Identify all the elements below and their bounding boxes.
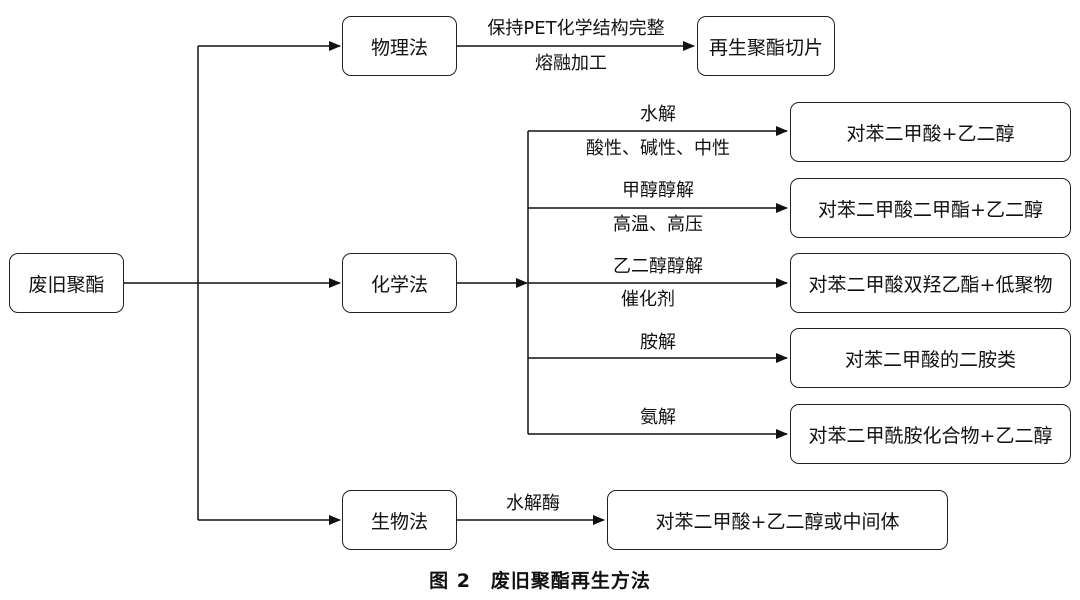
figure-caption: 图 2 废旧聚酯再生方法 [429,570,651,592]
node-biological-method: 生物法 [342,490,457,550]
node-result-methanolysis: 对苯二甲酸二甲酯+乙二醇 [790,178,1071,238]
label-methanolysis-condition: 高温、高压 [613,214,703,235]
node-result-hydrolysis: 对苯二甲酸+乙二醇 [790,102,1071,162]
label-aminolysis: 胺解 [640,332,676,353]
label-physical-condition: 保持PET化学结构完整 [487,18,665,39]
node-recycled-chips: 再生聚酯切片 [697,16,835,76]
node-result-biological: 对苯二甲酸+乙二醇或中间体 [607,490,948,550]
node-result-aminolysis: 对苯二甲酸的二胺类 [790,328,1071,388]
label-hydrolase: 水解酶 [506,493,560,514]
node-physical-method: 物理法 [342,16,457,76]
label-ammonolysis: 氨解 [640,407,676,428]
node-waste-polyester: 废旧聚酯 [9,253,124,313]
label-glycolysis-condition: 催化剂 [621,289,675,310]
node-chemical-method: 化学法 [342,253,457,313]
label-physical-process: 熔融加工 [535,53,607,74]
label-hydrolysis-condition: 酸性、碱性、中性 [586,138,730,159]
node-result-ammonolysis: 对苯二甲酰胺化合物+乙二醇 [790,404,1071,464]
node-result-glycolysis: 对苯二甲酸双羟乙酯+低聚物 [790,253,1071,313]
label-glycolysis: 乙二醇醇解 [613,256,703,277]
label-hydrolysis: 水解 [640,104,676,125]
label-methanolysis: 甲醇醇解 [622,180,694,201]
